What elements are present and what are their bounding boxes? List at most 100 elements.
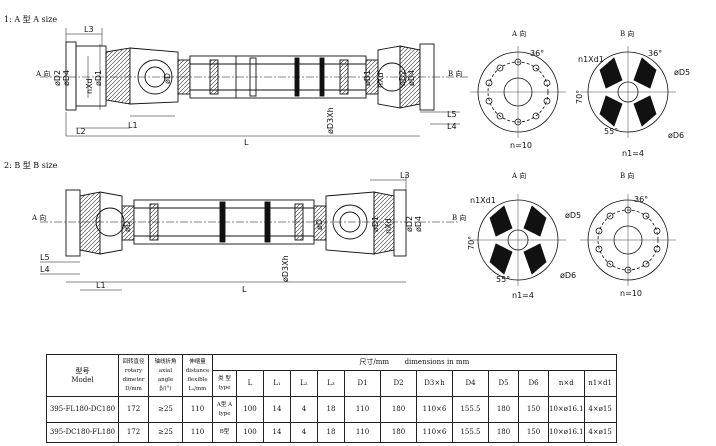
dim-b-nxd: nXd	[384, 218, 393, 234]
cell-value: 155.5	[452, 396, 489, 423]
view-b-label: B 向	[620, 29, 634, 38]
flange-view-b2-keyed	[470, 194, 566, 286]
cell-value: 110	[344, 396, 381, 423]
cell-d: 172	[118, 396, 149, 423]
flange-b2-b-angle: 36°	[634, 195, 648, 204]
flange-b-36: 36°	[648, 49, 662, 58]
hdr-col: n1×d1	[583, 370, 617, 397]
dim-b-L: L	[242, 285, 247, 294]
cell-value: 110	[344, 422, 381, 443]
hdr-col: D2	[380, 370, 417, 397]
view-b2-b-label: B 向	[620, 171, 634, 180]
dim-a-D4-right: øD4	[407, 70, 416, 86]
cell-value: 110×6	[416, 422, 453, 443]
dim-a-L: L	[244, 138, 249, 147]
hdr-col: L₁	[263, 370, 291, 397]
dim-b-D4: øD4	[414, 216, 423, 232]
flange-b2-n1: n1=4	[512, 291, 534, 300]
cell-beta: ≥25	[148, 396, 183, 423]
hdr-col: D6	[518, 370, 549, 397]
dim-a-D1-right: øD1	[363, 70, 372, 86]
cell-value: 10×ø16.1	[548, 422, 585, 443]
flange-b-D6: øD6	[668, 131, 684, 140]
hdr-col: L₃	[317, 370, 345, 397]
dim-a-nxd: nXd	[85, 78, 94, 94]
view-b2-a-label: A 向	[511, 171, 526, 180]
cell-value: 100	[236, 422, 264, 443]
cell-value: 100	[236, 396, 264, 423]
flange-b-D5: øD5	[674, 68, 690, 77]
cell-value: 150	[518, 422, 549, 443]
flange-b-n1xd1: n1Xd1	[578, 55, 604, 64]
dim-a-L2: L2	[76, 127, 86, 136]
dim-a-D1: øD1	[94, 70, 103, 86]
dim-a-D: øD	[163, 73, 172, 84]
dim-b-D: øD	[123, 221, 132, 232]
dir-b-right: B 向	[452, 213, 466, 222]
table-row: 395-DC180-FL180 172 ≥25 110 B型 100 14 4 …	[46, 422, 617, 443]
cell-type: B型	[212, 422, 237, 443]
section-b-label: 2: B 型 B size	[4, 161, 58, 170]
cell-value: 10×ø16.1	[548, 396, 585, 423]
flange-a-angle: 36°	[530, 49, 544, 58]
dir-a-right: B 向	[448, 69, 462, 78]
shaft-drawing-a	[40, 28, 470, 137]
cell-value: 4	[290, 422, 318, 443]
dim-a-D4: øD4	[62, 70, 71, 86]
flange-b-n1: n1=4	[622, 149, 644, 158]
cell-value: 18	[317, 396, 345, 423]
hdr-col: L	[236, 370, 264, 397]
flange-a-n: n=10	[510, 141, 532, 150]
dim-a-D2-right: øD2	[398, 70, 407, 86]
flange-view-b-keyed	[580, 46, 676, 138]
view-a-label: A 向	[511, 29, 526, 38]
cell-beta: ≥25	[148, 422, 183, 443]
cell-ls: 110	[182, 422, 213, 443]
dim-a-L5: L5	[447, 110, 457, 119]
table-row: 395-FL180-DC180 172 ≥25 110 A型 A type 10…	[46, 396, 617, 423]
flange-b2-b-n: n=10	[620, 289, 642, 298]
dir-a-left: A 向	[35, 69, 50, 78]
flange-view-b2-bolt-circle	[580, 194, 676, 286]
cell-value: 180	[380, 422, 417, 443]
dim-b-L1: L1	[96, 281, 106, 290]
cell-value: 14	[263, 422, 291, 443]
flange-b-70: 70°	[575, 90, 584, 104]
dim-b-L4: L4	[40, 265, 50, 274]
dim-a-L3: L3	[84, 25, 94, 34]
flange-b2-n1xd1: n1Xd1	[470, 196, 496, 205]
hdr-col: D5	[488, 370, 519, 397]
cell-value: 180	[488, 396, 519, 423]
hdr-col: D1	[344, 370, 381, 397]
cell-ls: 110	[182, 396, 213, 423]
cell-value: 14	[263, 396, 291, 423]
cell-value: 18	[317, 422, 345, 443]
dim-a-nxd-right: nXd	[376, 72, 385, 88]
hdr-col: D4	[452, 370, 489, 397]
flange-b2-D6: øD6	[560, 271, 576, 280]
dir-b-left: A 向	[31, 213, 46, 222]
dim-b-D-mid: øD	[315, 219, 324, 230]
cell-value: 180	[488, 422, 519, 443]
cell-value: 150	[518, 396, 549, 423]
hdr-col: L₂	[290, 370, 318, 397]
section-a-label: 1: A 型 A size	[4, 15, 58, 24]
flange-b-55: 55°	[604, 127, 618, 136]
dim-b-D2: øD2	[405, 216, 414, 232]
dim-a-D3xh: øD3Xh	[326, 107, 335, 134]
dim-b-L3: L3	[400, 171, 410, 180]
flange-b2-D5: øD5	[565, 211, 581, 220]
cell-type: A型 A type	[212, 396, 237, 423]
cell-value: 4×ø15	[583, 422, 617, 443]
cell-value: 180	[380, 396, 417, 423]
cell-model: 395-FL180-DC180	[46, 396, 119, 423]
cell-model: 395-DC180-FL180	[46, 422, 119, 443]
dim-b-D3xh: øD3Xh	[281, 255, 290, 282]
cell-value: 155.5	[452, 422, 489, 443]
dim-b-D1: øD1	[371, 216, 380, 232]
